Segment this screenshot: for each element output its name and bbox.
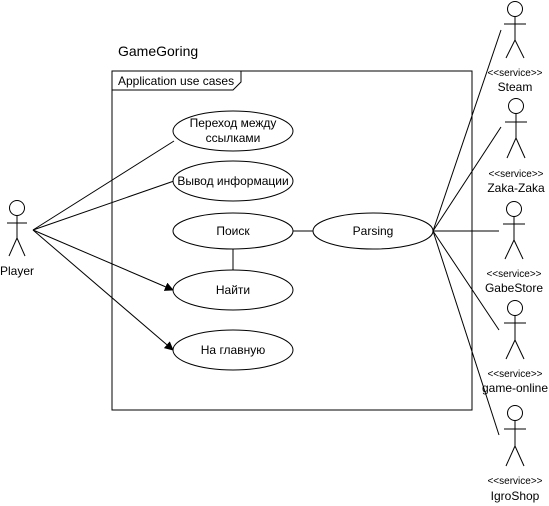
actor-zakazaka — [505, 98, 527, 159]
actor-player — [7, 200, 27, 257]
usecase-nav-line1: Переход между — [190, 116, 277, 130]
actor-zakazaka-stereotype: <<service>> — [488, 169, 543, 180]
assoc-player-find — [32, 229, 174, 291]
actor-player-head — [9, 200, 25, 216]
usecase-home-label: На главную — [201, 343, 265, 357]
assoc-parsing-steam — [432, 29, 502, 232]
actor-steam-stereotype: <<service>> — [487, 68, 542, 79]
actor-igroshop-head — [507, 405, 523, 421]
usecase-nav-line2: ссылками — [206, 131, 261, 145]
actor-gabestore — [503, 201, 525, 260]
actor-steam-label: Steam — [498, 80, 533, 94]
actor-player-label: Player — [0, 264, 34, 278]
actor-steam — [504, 1, 526, 59]
frame-label: Application use cases — [118, 74, 234, 88]
actor-igroshop-stereotype: <<service>> — [487, 476, 542, 487]
usecase-parsing-label: Parsing — [353, 224, 394, 238]
actor-zakazaka-label: Zaka-Zaka — [487, 181, 545, 195]
assoc-player-nav — [32, 140, 175, 231]
actor-gabestore-stereotype: <<service>> — [486, 269, 541, 280]
usecase-nav: Переход между ссылками — [172, 110, 294, 152]
actor-zakazaka-head — [508, 98, 524, 114]
actor-gameonline-head — [507, 300, 523, 316]
system-boundary — [111, 70, 473, 411]
assoc-parsing-zakazaka — [432, 126, 502, 232]
actor-gameonline-stereotype: <<service>> — [487, 369, 542, 380]
actor-gameonline-label: game-online — [482, 381, 548, 395]
usecase-search: Поиск — [172, 212, 294, 250]
actor-igroshop-label: IgroShop — [491, 489, 540, 503]
usecase-search-label: Поиск — [216, 224, 250, 238]
assoc-player-output — [32, 180, 175, 231]
usecase-parsing: Parsing — [312, 212, 434, 250]
assoc-player-home — [32, 229, 174, 351]
usecase-find: Найти — [172, 269, 294, 311]
actor-gabestore-label: GabeStore — [485, 281, 543, 295]
system-title: GameGoring — [118, 43, 198, 59]
usecase-output: Вывод информации — [172, 160, 294, 202]
actor-steam-head — [507, 1, 523, 17]
actor-gabestore-head — [506, 201, 522, 217]
usecase-find-label: Найти — [216, 283, 250, 297]
actor-gameonline — [504, 300, 526, 360]
assoc-parsing-gameonline — [432, 230, 500, 331]
actor-igroshop — [504, 405, 526, 467]
frame-label-tab — [111, 70, 242, 91]
usecase-home: На главную — [172, 329, 294, 371]
assoc-parsing-igroshop — [432, 230, 500, 436]
usecase-output-label: Вывод информации — [177, 174, 288, 188]
